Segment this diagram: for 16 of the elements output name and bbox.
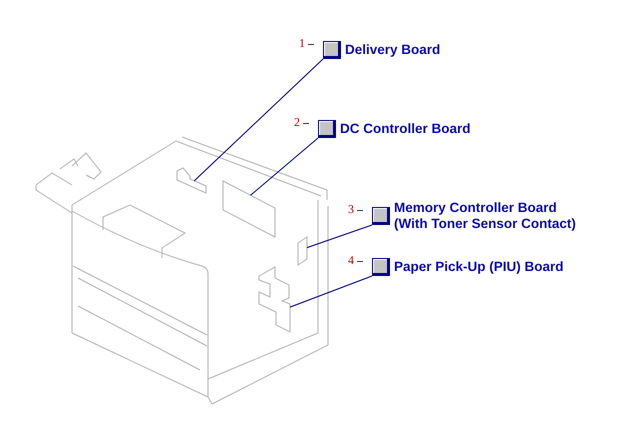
callout-number: 2 xyxy=(294,116,309,128)
leader-line xyxy=(194,58,324,182)
callout-label: Paper Pick-Up (PIU) Board xyxy=(394,259,564,275)
board-outline xyxy=(222,180,276,238)
callout-number: 1 xyxy=(299,37,314,49)
callout-label: Memory Controller Board (With Toner Sensor Contact) xyxy=(394,200,577,232)
callout-label: Delivery Board xyxy=(345,42,440,58)
callout-label: DC Controller Board xyxy=(340,121,471,137)
leader-line xyxy=(306,224,372,248)
board-outline xyxy=(258,266,290,333)
board-outline xyxy=(176,167,206,194)
board-outline xyxy=(298,236,308,266)
callout-number: 4 xyxy=(348,254,363,266)
callout-number: 3 xyxy=(348,203,363,215)
leader-line xyxy=(250,138,318,196)
leader-line xyxy=(290,276,372,308)
